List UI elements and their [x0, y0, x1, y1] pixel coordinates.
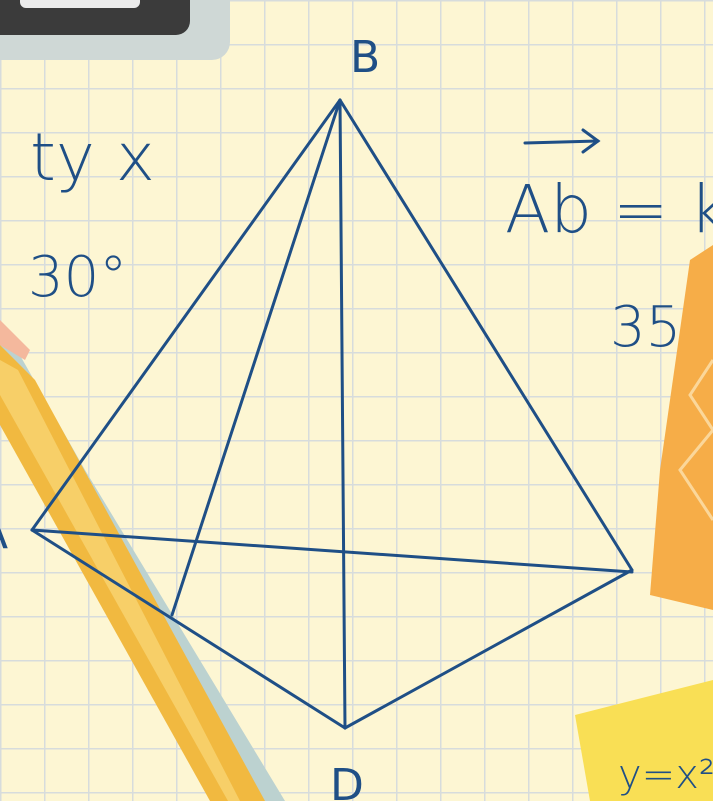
orange-sticky-note — [650, 245, 713, 610]
note-vector: Ab = k — [505, 171, 713, 248]
vertex-b-label: B — [350, 32, 380, 83]
sticky-note-icon — [575, 680, 713, 801]
note-35: 35 — [610, 295, 681, 360]
sticky-formula: y=x² — [618, 752, 713, 798]
vector-arrow-icon — [523, 128, 601, 154]
pyramid-diagram — [30, 98, 634, 730]
binder-clip-icon — [0, 0, 230, 60]
note-tyx: ty x — [30, 119, 155, 196]
vertex-d-label: D — [330, 760, 364, 801]
note-angle: 30° — [28, 245, 127, 310]
pencil-icon — [0, 320, 285, 801]
vertex-a-label: A — [0, 508, 8, 559]
